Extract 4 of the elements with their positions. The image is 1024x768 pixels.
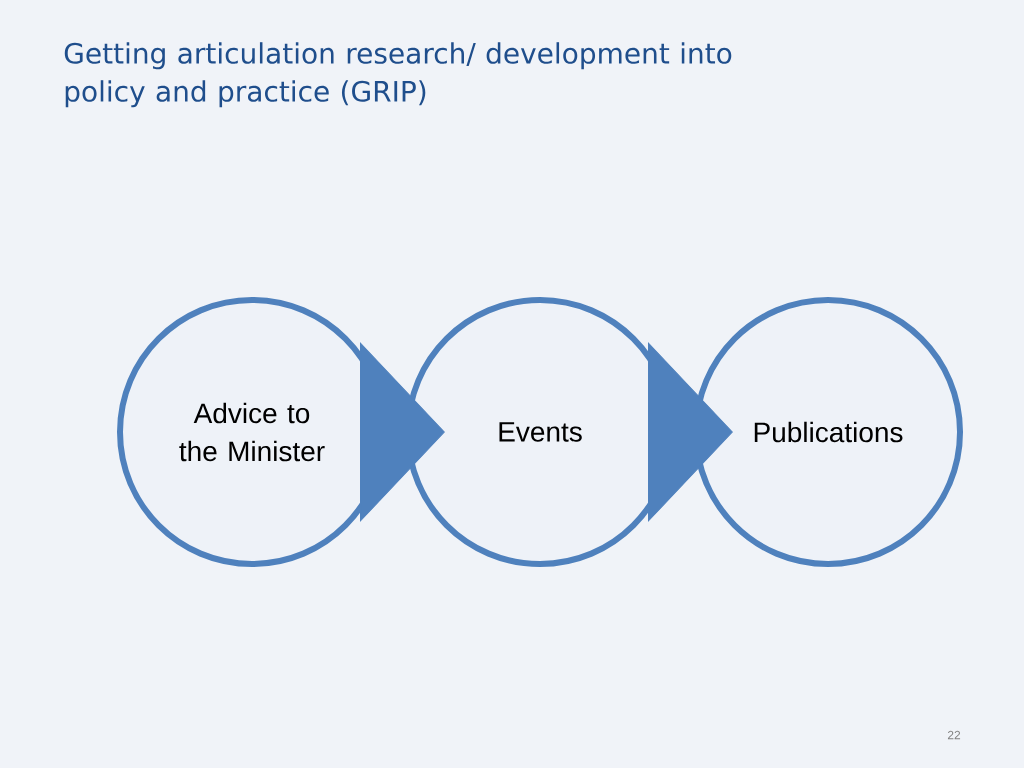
arrow [647,342,733,522]
page-number: 22 [947,730,961,740]
arrow [359,342,445,522]
title: Getting articulation research/ development into policy and practice (GRIP) [64,42,732,108]
